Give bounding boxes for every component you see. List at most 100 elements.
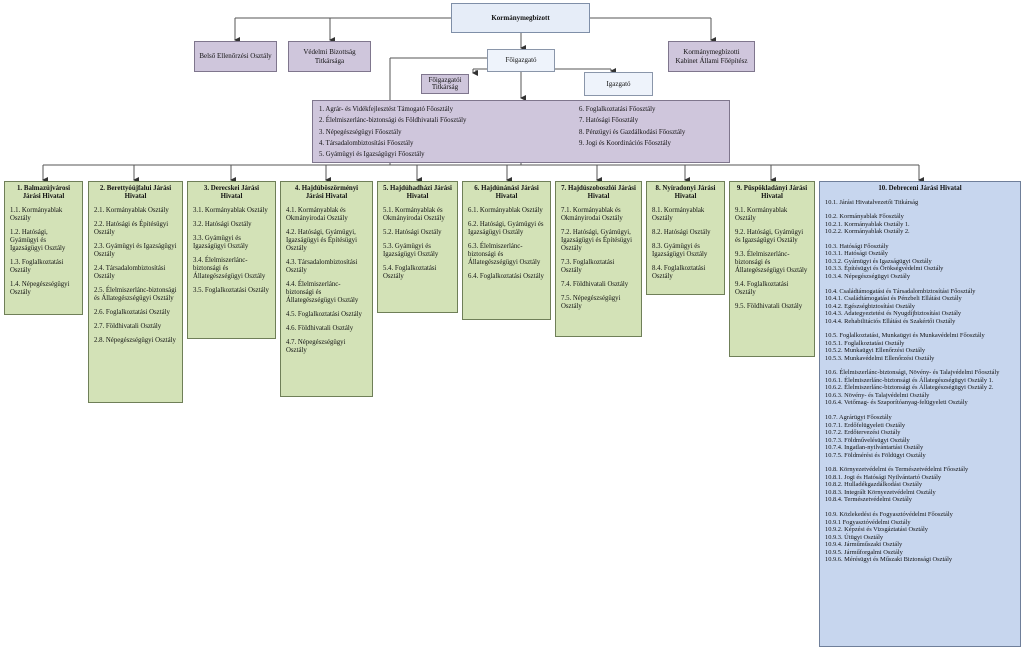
belso-ellenorzesi-label: Belső Ellenőrzési Osztály <box>199 52 272 61</box>
district-office-unit: 2.2. Hatósági és Építésügyi Osztály <box>94 221 169 236</box>
debrecen-osztaly-line: 10.7.4. Ingatlan-nyilvántartási Osztály <box>825 444 924 452</box>
box-kabinet: Kormánymegbízotti Kabinet Állami Főépíté… <box>668 41 755 72</box>
debrecen-osztaly-line: 10.4.1. Családtámogatási és Pénzbeli Ell… <box>825 295 962 303</box>
box-belso-ellenorzesi: Belső Ellenőrzési Osztály <box>194 41 277 72</box>
debrecen-fooszt-line: 10.6. Élelmiszerlánc-biztonsági, Növény-… <box>825 369 1000 377</box>
debrecen-fooszt-line: 10.7. Agrárügyi Főosztály <box>825 414 892 422</box>
foosztaly-list-left: 1. Agrár- és Vidékfejlesztést Támogató F… <box>319 104 466 160</box>
box-igazgato: Igazgató <box>584 72 653 96</box>
debrecen-osztaly-line: 10.5.3. Munkavédelmi Ellenőrzési Osztály <box>825 354 935 362</box>
district-office-title: 1. Balmazújvárosi Járási Hivatal <box>16 185 71 200</box>
debrecen-osztaly-line: 10.8.4. Természetvédelmi Osztály <box>825 496 912 504</box>
debrecen-fooszt-line: 10.1. Járási Hivatalvezetői Titkárság <box>825 198 919 206</box>
debrecen-osztaly-line: 10.8.1. Jogi és Hatósági Nyilvántartó Os… <box>825 473 942 481</box>
debrecen-osztaly-line: 10.7.5. Földmérési és Földügyi Osztály <box>825 451 926 459</box>
district-office-unit: 4.4. Élelmiszerlánc-biztonsági és Állate… <box>286 281 359 304</box>
district-office-unit: 7.1. Kormányablak és Okmányirodai Osztál… <box>561 207 623 222</box>
district-office-unit: 8.3. Gyámügyi és Igazságügyi Osztály <box>652 243 708 258</box>
district-office-box: 1. Balmazújvárosi Járási Hivatal 1.1. Kor… <box>4 181 83 315</box>
debrecen-osztaly-line: 10.9.4. Járműműszaki Osztály <box>825 541 903 548</box>
district-office-unit: 2.8. Népegészségügyi Osztály <box>94 337 176 344</box>
district-office-unit: 1.2. Hatósági, Gyámügyi és Igazságügyi O… <box>10 229 66 252</box>
district-office-title: 9. Püspökladányi Járási Hivatal <box>736 185 808 200</box>
debrecen-osztaly-line: 10.8.2. Hulladékgazdálkodási Osztály <box>825 481 923 489</box>
debrecen-osztaly-line: 10.9.2. Képzési és Vizsgáztatási Osztály <box>825 526 928 533</box>
foosztaly-item: 4. Társadalombiztosítási Főosztály <box>319 139 414 147</box>
district-office-title: 3. Derecskei Járási Hivatal <box>203 185 260 200</box>
box-vedelmi-bizottsag: Védelmi Bizottság Titkársága <box>288 41 371 72</box>
district-office-unit: 3.5. Foglalkoztatási Osztály <box>193 287 269 294</box>
debrecen-section: 10.5. Foglalkoztatási, Munkaügyi és Munk… <box>825 332 1015 362</box>
district-office-box: 9. Püspökladányi Járási Hivatal 9.1. Korm… <box>729 181 815 357</box>
foosztaly-item: 3. Népegészségügyi Főosztály <box>319 128 402 136</box>
debrecen-fooszt-line: 10.4. Családtámogatási és Társadalombizt… <box>825 287 976 295</box>
foigazgatoi-titkarsag-label: Főigazgatói Titkárság <box>428 75 462 91</box>
debrecen-fooszt-line: 10.3. Hatósági Főosztály <box>825 242 889 250</box>
debrecen-osztaly-line: 10.2.1. Kormányablak Osztály 1. <box>825 220 910 228</box>
kormanymegbizott-label: Kormánymegbízott <box>491 13 550 22</box>
debrecen-osztaly-line: 10.6.3. Növény- és Talajvédelmi Osztály <box>825 391 930 399</box>
debrecen-osztaly-line: 10.8.3. Integrált Környezetvédelmi Osztá… <box>825 488 936 496</box>
debrecen-osztaly-line: 10.3.3. Építésügyi és Örökségvédelmi Osz… <box>825 265 944 273</box>
district-office-unit: 7.5. Népegészségügyi Osztály <box>561 295 621 310</box>
district-office-box: 3. Derecskei Járási Hivatal 3.1. Kormánya… <box>187 181 276 339</box>
district-office-unit: 4.2. Hatósági, Gyámügyi, Igazságügyi és … <box>286 229 357 252</box>
foosztaly-item: 8. Pénzügyi és Gazdálkodási Főosztály <box>579 128 686 136</box>
district-office-unit: 3.1. Kormányablak Osztály <box>193 207 268 214</box>
debrecen-section: 10.6. Élelmiszerlánc-biztonsági, Növény-… <box>825 369 1015 407</box>
district-office-unit: 2.7. Földhivatali Osztály <box>94 323 162 330</box>
debrecen-fooszt-line: 10.5. Foglalkoztatási, Munkaügyi és Munk… <box>825 332 985 340</box>
district-office-title: 4. Hajdúböszörményi Járási Hivatal <box>294 185 359 200</box>
foosztaly-item: 5. Gyámügyi és Igazságügyi Főosztály <box>319 151 425 159</box>
district-office-unit: 4.3. Társadalombiztosítási Osztály <box>286 259 358 274</box>
debrecen-osztaly-line: 10.9.5. Járműforgalmi Osztály <box>825 548 903 556</box>
district-office-unit: 3.2. Hatósági Osztály <box>193 221 252 228</box>
district-office-unit: 4.6. Földhivatali Osztály <box>286 325 354 332</box>
district-office-unit: 7.3. Foglalkoztatási Osztály <box>561 259 615 274</box>
district-office-unit: 1.3. Foglalkoztatási Osztály <box>10 259 64 274</box>
district-office-unit: 6.3. Élelmiszerlánc-biztonsági és Állate… <box>468 243 541 266</box>
igazgato-label: Igazgató <box>606 79 631 88</box>
debrecen-fooszt-line: 10.2. Kormányablak Főosztály <box>825 213 904 221</box>
district-office-unit: 6.4. Foglalkoztatási Osztály <box>468 273 544 280</box>
box-debreceni-jarasi-hivatal: 10. Debreceni Járási Hivatal 10.1. Járás… <box>819 181 1021 647</box>
debrecen-osztaly-line: 10.5.1. Foglalkoztatási Osztály <box>825 339 905 347</box>
box-foigazgatoi-titkarsag: Főigazgatói Titkárság <box>421 74 469 94</box>
district-office-unit: 8.1. Kormányablak Osztály <box>652 207 705 222</box>
vedelmi-bizottsag-label: Védelmi Bizottság Titkársága <box>303 48 356 65</box>
debrecen-osztaly-line: 10.6.1. Élelmiszerlánc-biztonsági és Áll… <box>825 376 994 384</box>
debrecen-osztaly-line: 10.9.6. Mérésügyi és Műszaki Biztonsági … <box>825 556 953 563</box>
district-office-unit: 9.1. Kormányablak Osztály <box>735 207 788 222</box>
district-office-unit: 7.4. Földhivatali Osztály <box>561 281 629 288</box>
district-office-title: 6. Hajdúnánási Járási Hivatal <box>474 185 539 200</box>
district-office-unit: 2.4. Társadalombiztosítási Osztály <box>94 265 166 280</box>
district-office-unit: 5.1. Kormányablak és Okmányirodai Osztál… <box>383 207 445 222</box>
district-office-unit: 1.1. Kormányablak Osztály <box>10 207 63 222</box>
district-office-unit: 5.2. Hatósági Osztály <box>383 229 442 236</box>
district-office-unit: 9.5. Földhivatali Osztály <box>735 303 803 310</box>
district-office-unit: 6.2. Hatósági, Gyámügyi és Igazságügyi O… <box>468 221 544 236</box>
district-office-unit: 5.3. Gyámügyi és Igazságügyi Osztály <box>383 243 439 258</box>
box-foigazgato: Főigazgató <box>487 49 555 72</box>
foigazgato-label: Főigazgató <box>505 56 537 65</box>
debrecen-sections: 10.1. Járási Hivatalvezetői Titkárság 10.… <box>825 199 1015 564</box>
kabinet-label: Kormánymegbízotti Kabinet Állami Főépíté… <box>675 48 748 65</box>
district-office-unit: 8.4. Foglalkoztatási Osztály <box>652 265 706 280</box>
box-kormanymegbizott: Kormánymegbízott <box>451 3 590 33</box>
foosztaly-item: 6. Foglalkoztatási Főosztály <box>579 106 656 113</box>
district-office-unit: 2.1. Kormányablak Osztály <box>94 207 169 214</box>
district-office-unit: 2.3. Gyámügyi és Igazságügyi Osztály <box>94 243 177 258</box>
district-office-unit: 9.4. Foglalkoztatási Osztály <box>735 281 789 296</box>
debrecen-osztaly-line: 10.7.3. Földművelésügyi Osztály <box>825 436 910 444</box>
debrecen-osztaly-line: 10.6.2. Élelmiszerlánc-biztonsági és Áll… <box>825 384 994 392</box>
debrecen-osztaly-line: 10.3.1. Hatósági Osztály <box>825 250 889 258</box>
debrecen-osztaly-line: 10.7.2. Erdőtervezési Osztály <box>825 429 901 437</box>
